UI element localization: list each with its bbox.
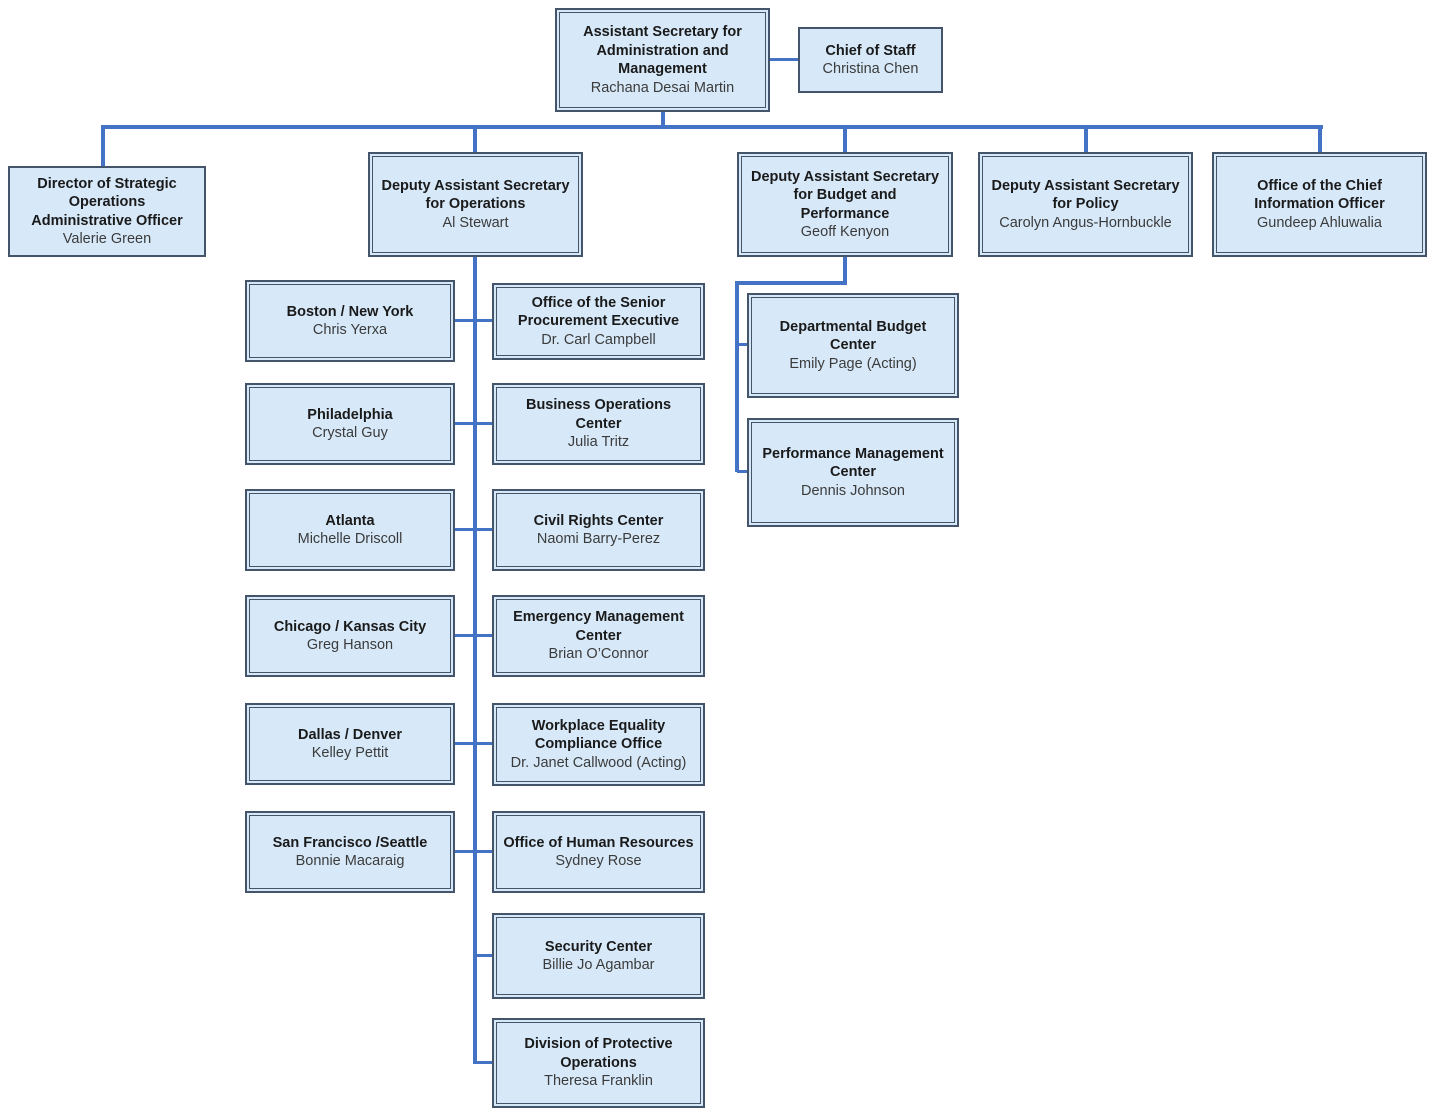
org-box-business-operations-center: Business Operations Center Julia Tritz [492, 383, 705, 465]
org-box-title: Assistant Secretary for Administration a… [583, 24, 742, 77]
org-box-person: Greg Hanson [306, 637, 394, 653]
org-box-person: Dr. Carl Campbell [541, 331, 656, 348]
connector-drop-strategic-ops [101, 128, 105, 167]
org-box-workplace-equality-compliance: Workplace Equality Compliance Office Dr.… [492, 703, 705, 786]
org-box-civil-rights-center: Civil Rights Center Naomi Barry-Perez [492, 489, 705, 571]
org-box-title: Boston / New York [286, 303, 414, 320]
org-box-philadelphia: Philadelphia Crystal Guy [245, 383, 455, 465]
org-box-departmental-budget-center: Departmental Budget Center Emily Page (A… [747, 293, 959, 398]
org-box-person: Chris Yerxa [312, 322, 388, 338]
org-box-person: Carolyn Angus-Hornbuckle [999, 214, 1172, 231]
connector-budget-stub-1 [737, 343, 748, 346]
connector-row-stub-2 [454, 422, 493, 425]
connector-chief-of-staff [770, 58, 799, 61]
org-box-title: Performance Management Center [762, 445, 944, 481]
connector-row-stub-1 [454, 319, 493, 322]
org-box-person: Emily Page (Acting) [789, 355, 917, 372]
org-box-person: Sydney Rose [555, 853, 642, 869]
org-box-das-policy: Deputy Assistant Secretary for Policy Ca… [978, 152, 1193, 257]
connector-operations-trunk [473, 257, 477, 1064]
org-box-title: Office of the Senior Procurement Executi… [517, 294, 680, 330]
org-box-title: Deputy Assistant Secretary for Operation… [381, 177, 570, 213]
org-box-person: Rachana Desai Martin [590, 79, 735, 96]
org-box-san-francisco-seattle: San Francisco /Seattle Bonnie Macaraig [245, 811, 455, 893]
org-box-person: Dennis Johnson [801, 482, 905, 499]
org-box-title: Security Center [544, 938, 653, 955]
org-box-ocio: Office of the Chief Information Officer … [1212, 152, 1427, 257]
connector-budget-stub-2 [737, 470, 748, 473]
org-box-person: Al Stewart [442, 214, 509, 231]
org-box-emergency-management-center: Emergency Management Center Brian O’Conn… [492, 595, 705, 677]
org-box-dallas-denver: Dallas / Denver Kelley Pettit [245, 703, 455, 785]
connector-root-drop [661, 112, 665, 126]
org-box-title: Workplace Equality Compliance Office [531, 717, 666, 753]
org-box-person: Gundeep Ahluwalia [1257, 214, 1382, 231]
org-box-title: Office of Human Resources [503, 834, 694, 851]
connector-row-stub-7 [475, 954, 493, 957]
org-box-boston-new-york: Boston / New York Chris Yerxa [245, 280, 455, 362]
org-box-das-budget-performance: Deputy Assistant Secretary for Budget an… [737, 152, 953, 257]
org-box-office-of-human-resources: Office of Human Resources Sydney Rose [492, 811, 705, 893]
org-box-chicago-kansas-city: Chicago / Kansas City Greg Hanson [245, 595, 455, 677]
connector-row-stub-3 [454, 528, 493, 531]
org-box-title: Philadelphia [307, 406, 393, 423]
org-box-title: Emergency Management Center [513, 609, 684, 644]
org-box-senior-procurement-executive: Office of the Senior Procurement Executi… [492, 283, 705, 360]
org-box-title: Civil Rights Center [533, 512, 664, 529]
connector-budget-horizontal [735, 281, 847, 285]
org-box-person: Kelley Pettit [311, 745, 389, 761]
org-box-person: Dr. Janet Callwood (Acting) [510, 754, 687, 771]
org-box-person: Julia Tritz [567, 434, 630, 451]
org-box-person: Brian O’Connor [548, 646, 649, 663]
org-box-person: Naomi Barry-Perez [536, 531, 661, 547]
connector-drop-operations [473, 128, 477, 153]
org-box-title: Division of Protective Operations [524, 1036, 673, 1071]
org-box-title: Deputy Assistant Secretary for Policy [991, 177, 1180, 213]
connector-main-horizontal [101, 125, 1323, 129]
connector-drop-ocio [1318, 128, 1322, 153]
org-box-person: Bonnie Macaraig [295, 853, 405, 869]
org-box-title: Director of Strategic Operations Adminis… [31, 175, 183, 229]
connector-drop-policy [1084, 128, 1088, 153]
connector-row-stub-4 [454, 634, 493, 637]
connector-budget-drop [843, 257, 847, 284]
connector-row-stub-6 [454, 850, 493, 853]
org-box-das-operations: Deputy Assistant Secretary for Operation… [368, 152, 583, 257]
org-box-assistant-secretary: Assistant Secretary for Administration a… [555, 8, 770, 112]
org-box-title: Deputy Assistant Secretary for Budget an… [750, 168, 940, 222]
org-box-title: Chicago / Kansas City [273, 618, 427, 635]
org-box-person: Valerie Green [62, 231, 152, 247]
connector-drop-budget [843, 128, 847, 153]
org-box-person: Geoff Kenyon [800, 224, 890, 240]
org-box-title: Office of the Chief Information Officer [1254, 177, 1385, 213]
org-box-performance-management-center: Performance Management Center Dennis Joh… [747, 418, 959, 527]
connector-row-stub-5 [454, 742, 493, 745]
org-box-person: Michelle Driscoll [297, 531, 403, 547]
org-box-person: Billie Jo Agambar [542, 957, 655, 973]
org-box-chief-of-staff: Chief of Staff Christina Chen [798, 27, 943, 93]
org-box-title: Atlanta [325, 512, 375, 529]
org-box-title: Chief of Staff [825, 42, 916, 59]
connector-row-stub-8 [475, 1061, 493, 1064]
org-box-person: Christina Chen [822, 61, 919, 77]
org-box-atlanta: Atlanta Michelle Driscoll [245, 489, 455, 571]
org-box-person: Theresa Franklin [544, 1073, 653, 1090]
org-box-division-protective-operations: Division of Protective Operations Theres… [492, 1018, 705, 1108]
org-box-person: Crystal Guy [312, 425, 388, 441]
org-box-security-center: Security Center Billie Jo Agambar [492, 913, 705, 999]
org-box-title: Departmental Budget Center [779, 318, 927, 354]
org-box-title: Dallas / Denver [298, 726, 402, 743]
org-box-strategic-operations: Director of Strategic Operations Adminis… [8, 166, 206, 257]
connector-budget-trunk [735, 281, 739, 472]
org-box-title: Business Operations Center [525, 397, 672, 432]
org-box-title: San Francisco /Seattle [272, 834, 428, 851]
